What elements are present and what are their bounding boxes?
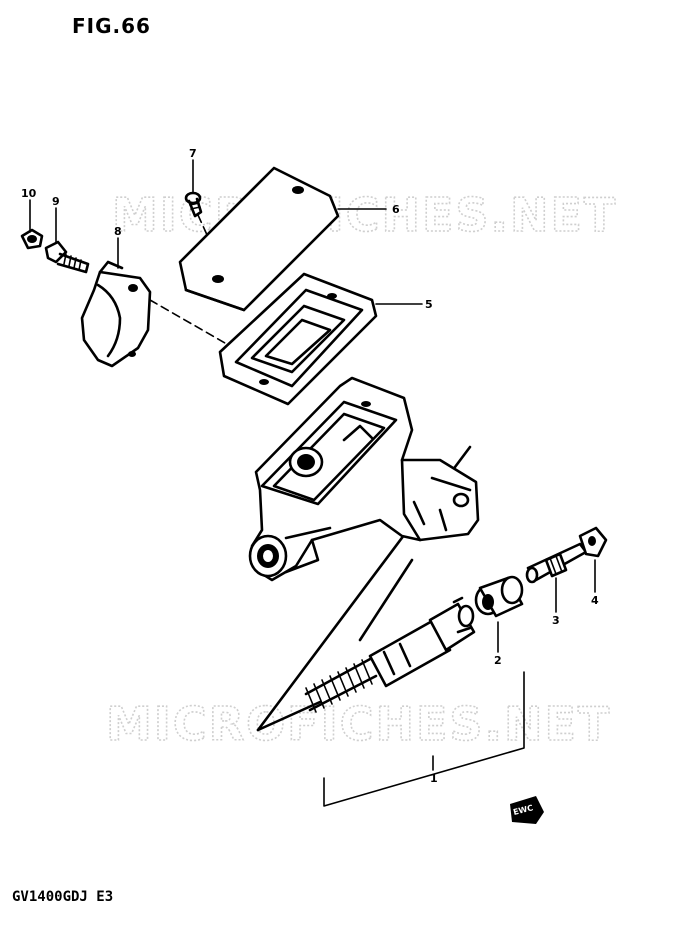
model-code: GV1400GDJ E3 (12, 889, 114, 905)
callout-4: 4 (591, 594, 599, 607)
callout-5: 5 (425, 298, 433, 311)
part-3-push-rod (525, 542, 588, 584)
ewc-badge: EWC (510, 796, 544, 824)
callout-6: 6 (392, 203, 400, 216)
part-5-diaphragm (218, 272, 378, 406)
part-9-bolt (44, 240, 90, 274)
watermark-bottom: MICROFICHES.NET (106, 697, 611, 751)
leader-lines (29, 159, 596, 807)
callout-7: 7 (189, 147, 197, 160)
part-6-reservoir-cap (178, 166, 340, 312)
part-7-screw (184, 191, 203, 218)
part-1-piston-kit (304, 596, 476, 713)
master-cylinder-body (248, 376, 480, 582)
part-4-end-piece (578, 526, 608, 558)
callout-2: 2 (494, 654, 502, 667)
part-10-nut (20, 228, 44, 250)
callout-3: 3 (552, 614, 560, 627)
callout-10: 10 (21, 187, 37, 200)
part-2-boot (474, 575, 524, 618)
figure-title: FIG.66 (72, 14, 151, 38)
part-8-clamp (80, 260, 152, 368)
callout-8: 8 (114, 225, 122, 238)
callout-9: 9 (52, 195, 60, 208)
callout-1: 1 (430, 772, 438, 785)
